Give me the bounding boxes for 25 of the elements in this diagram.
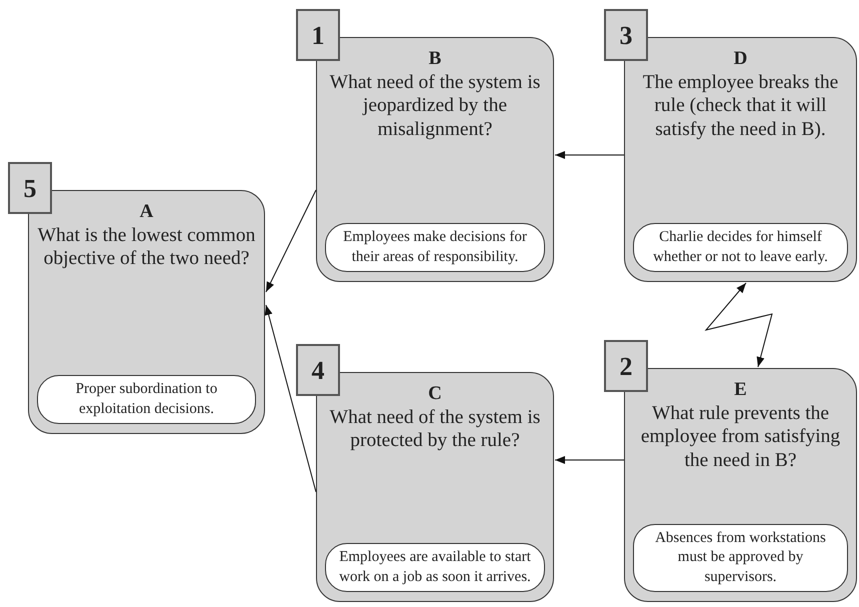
box-heading: D — [732, 48, 748, 71]
example-box: Employees are available to start work on a job as soon it arrives. — [325, 543, 545, 592]
step-number: 4 — [296, 344, 340, 396]
example-box: Proper subordination to exploitation decisions. — [37, 375, 256, 424]
arrow — [264, 304, 316, 492]
example-box: Absences from workstations must be approved by supervisors. — [633, 524, 848, 592]
question-text: The employee breaks the rule (check that it will satisfy the need in B). — [642, 70, 840, 141]
arrow — [266, 190, 316, 292]
question-text: What is the lowest common objective of the two need? — [37, 224, 256, 271]
step-number: 5 — [8, 162, 52, 214]
step-number: 3 — [604, 9, 648, 61]
arrow — [554, 456, 624, 464]
box-heading: C — [427, 383, 443, 406]
box-heading: E — [733, 379, 748, 402]
example-box: Charlie decides for himself whether or not to leave early. — [633, 223, 848, 272]
conflict-arrow — [704, 282, 773, 368]
box-heading: B — [428, 48, 442, 71]
example-box: Employees make decisions for their areas of responsibility. — [325, 223, 545, 272]
question-text: What need of the system is jeopardized by the misalignment? — [328, 70, 542, 141]
step-number: 1 — [296, 9, 340, 61]
arrow — [554, 151, 624, 159]
question-text: What need of the system is protected by the rule? — [328, 406, 542, 453]
box-heading: A — [138, 201, 154, 224]
step-number: 2 — [604, 340, 648, 392]
question-text: What rule prevents the employee from satisfying the need in B? — [640, 402, 842, 472]
